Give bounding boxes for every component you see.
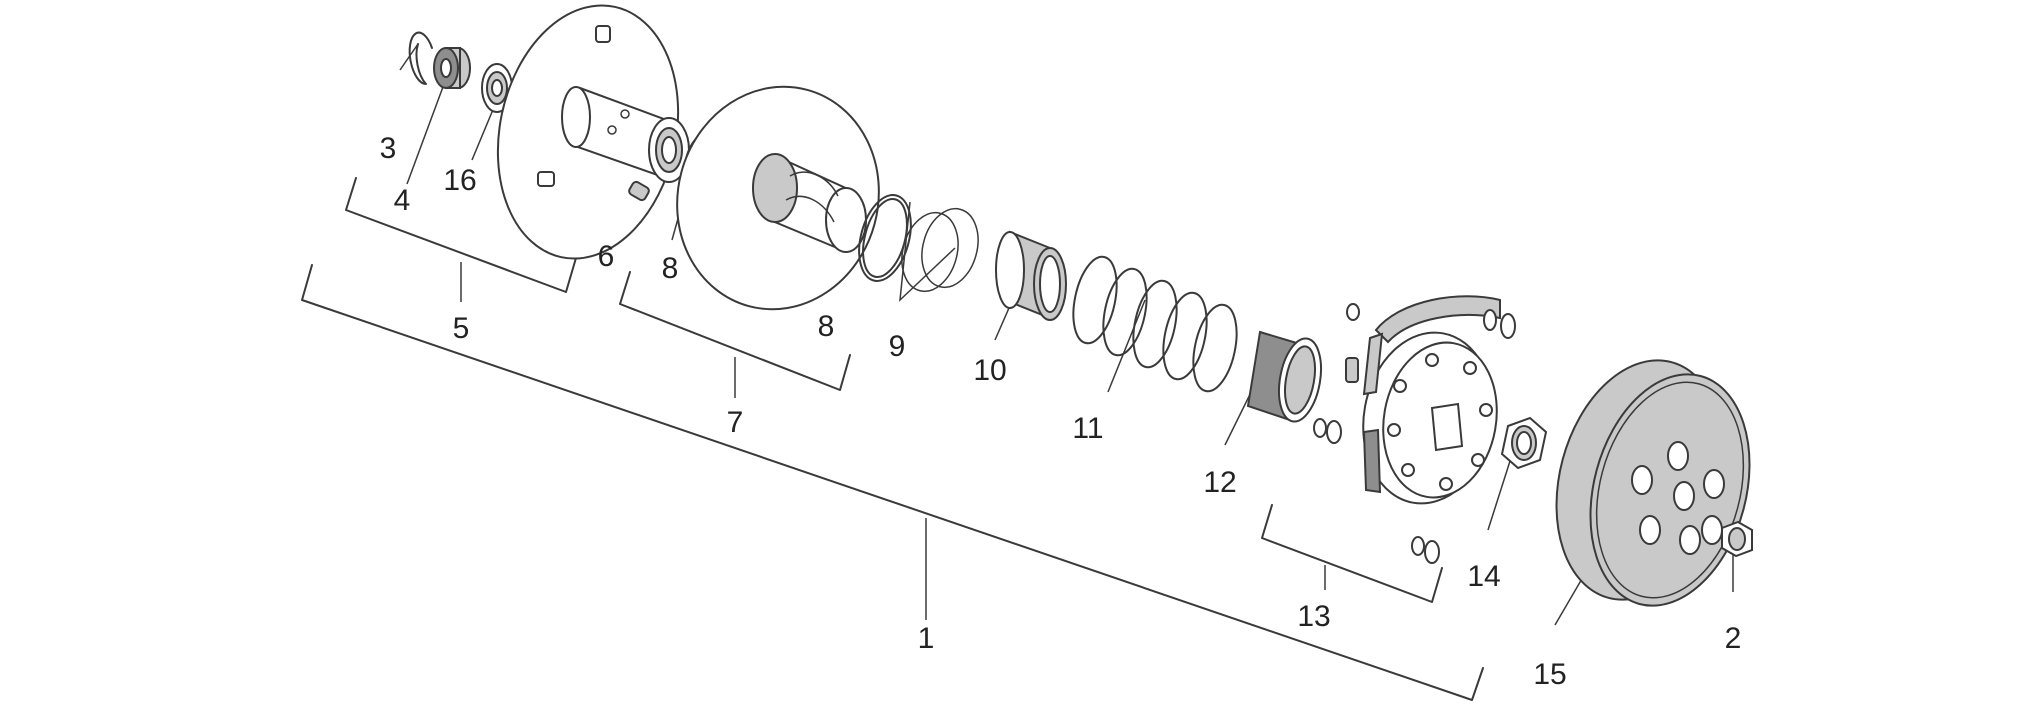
callout-12: 12 [1203,466,1236,499]
callout-13: 13 [1297,600,1330,633]
bracket-assembly-1 [301,264,1484,701]
callout-labels: 1 2 3 4 5 6 7 8 8 9 10 11 12 13 14 15 16 [380,132,1742,691]
callout-8b: 8 [818,310,835,343]
circlip-part-3 [408,31,433,86]
callout-5: 5 [453,312,470,345]
bracket-assembly-7 [619,271,851,391]
nut-part-14 [1500,416,1548,470]
callout-15: 15 [1533,658,1566,691]
callout-14: 14 [1467,560,1500,593]
bracket-assembly-13 [1261,504,1443,603]
callout-2: 2 [1725,622,1742,655]
callout-6: 6 [598,240,615,273]
spring-seat-part-12 [1246,330,1323,423]
callout-11: 11 [1072,412,1103,445]
sleeve-part-10 [995,230,1067,321]
spring-part-11 [1072,255,1238,393]
needle-bearing-part-4 [433,47,471,89]
callout-7: 7 [727,406,744,439]
movable-pulley-part-7 [676,85,880,311]
slide-pin-part-6 [628,180,650,202]
seals-part-9 [901,207,979,293]
callout-1: 1 [918,622,935,655]
bracket-assembly-5 [345,177,577,293]
flange-nut-part-2 [1721,520,1753,558]
callout-16: 16 [443,164,476,197]
fixed-pulley-part-5 [496,4,690,260]
callout-9: 9 [889,330,906,363]
callout-3: 3 [380,132,397,165]
clutch-bell-part-15 [1555,359,1751,607]
callout-10: 10 [973,354,1006,387]
callout-8a: 8 [662,252,679,285]
callout-4: 4 [394,184,411,217]
clutch-assembly-part-13 [1313,295,1516,564]
